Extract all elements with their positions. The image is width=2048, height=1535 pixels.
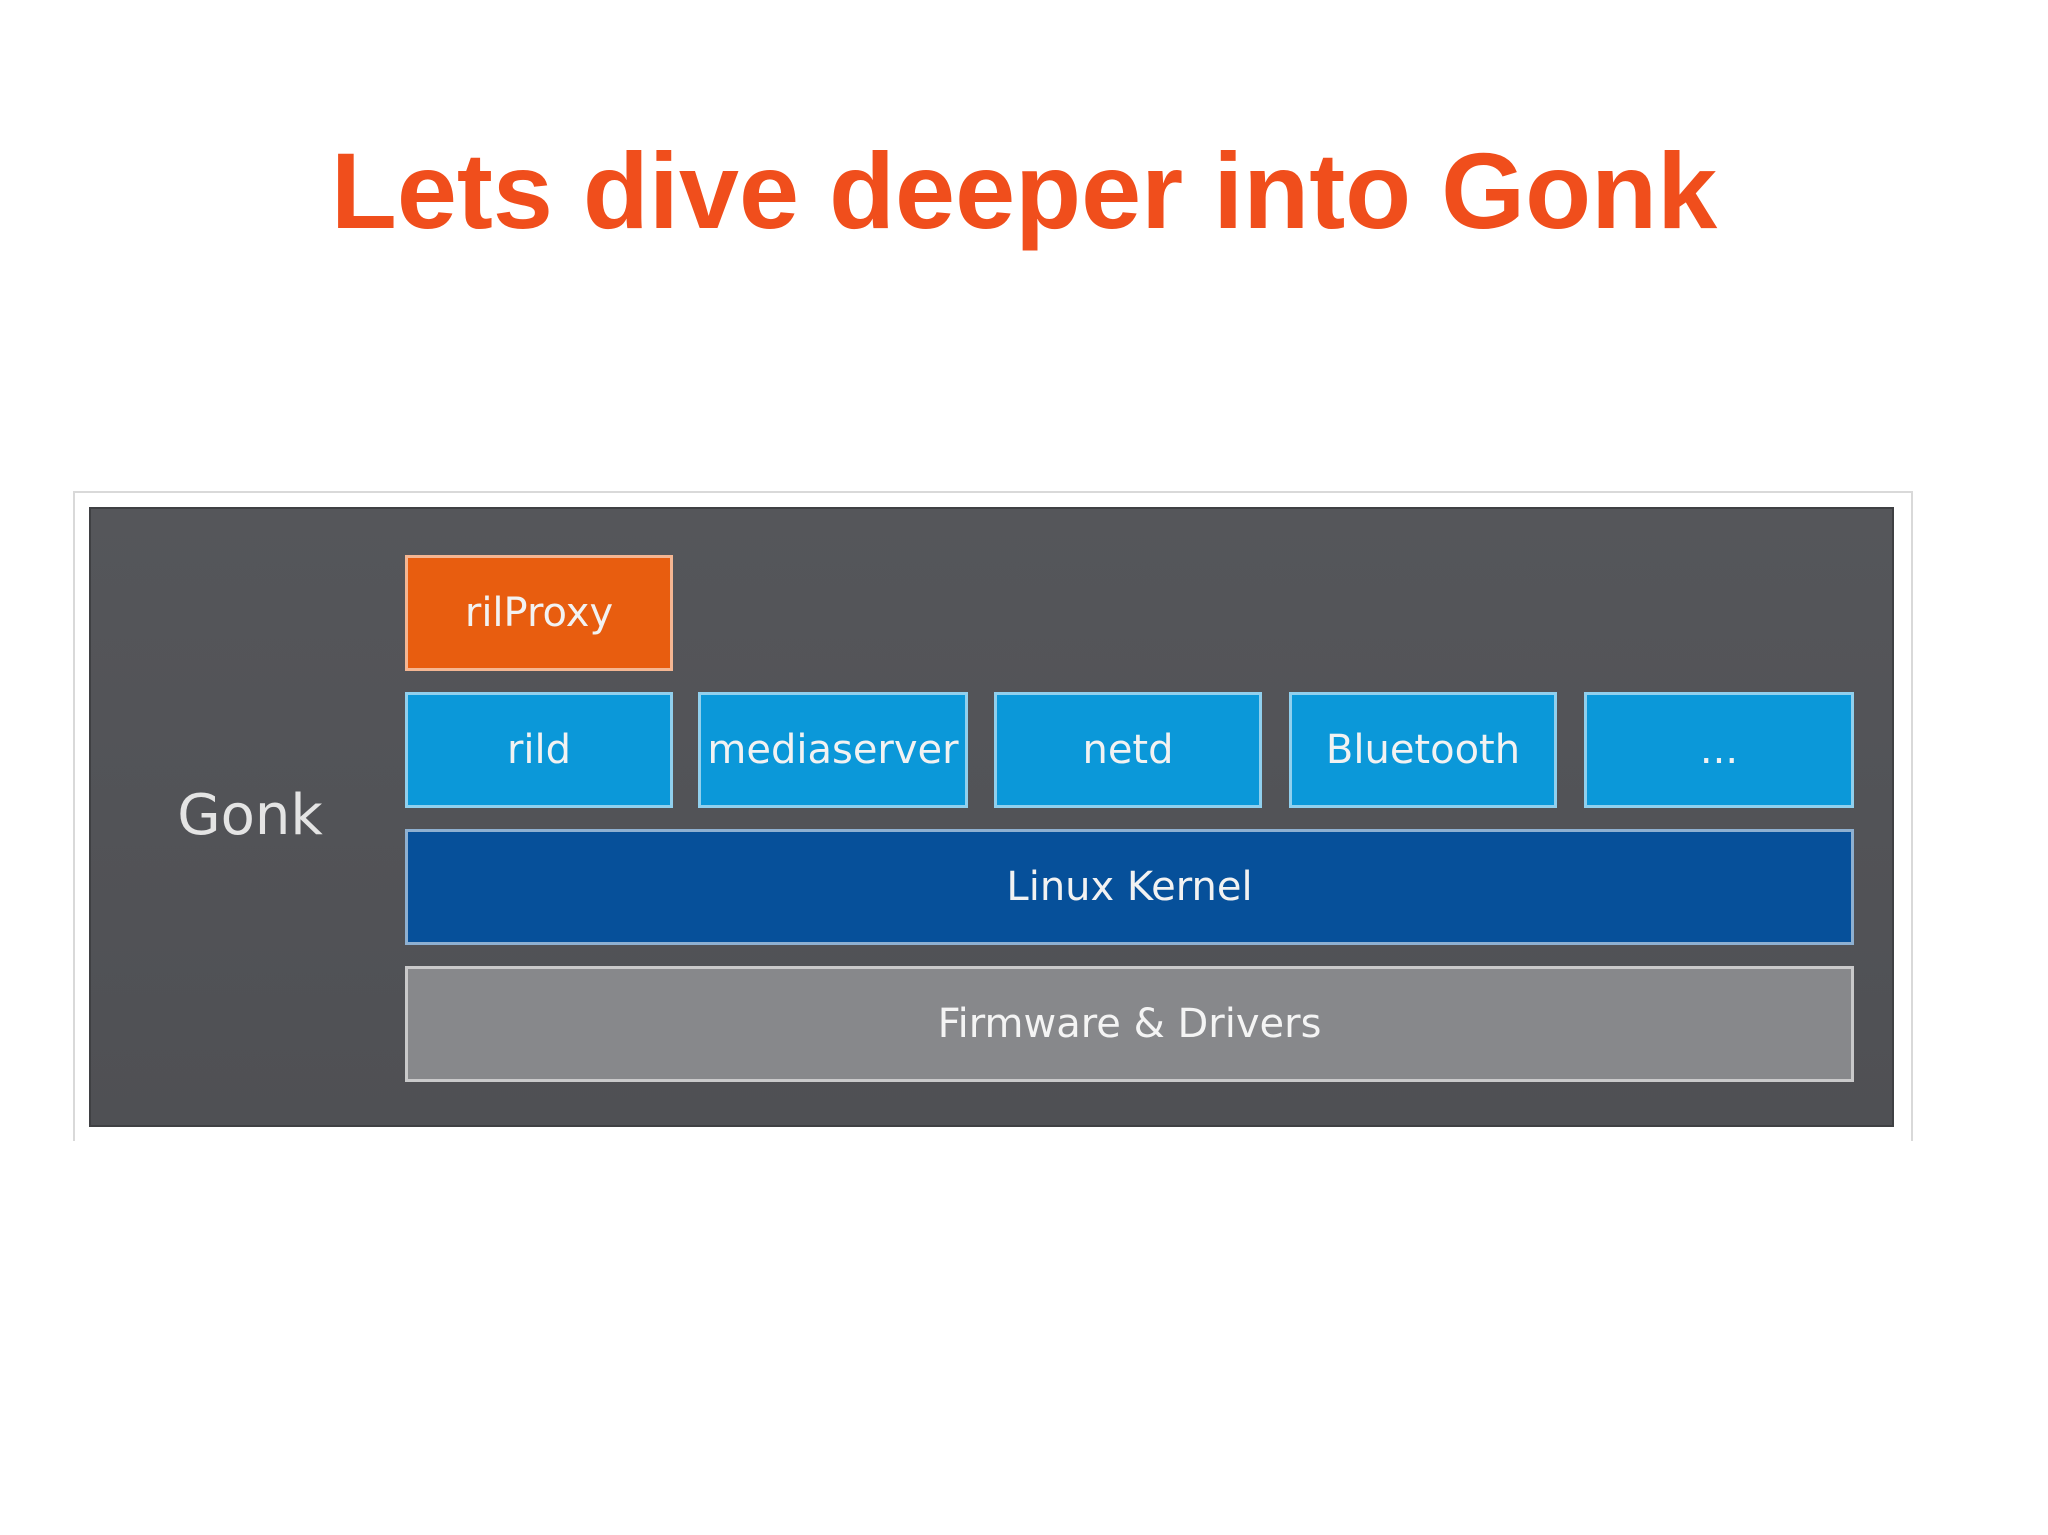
daemon-label: rild bbox=[506, 727, 572, 773]
rilproxy-label: rilProxy bbox=[464, 590, 614, 636]
slide-title: Lets dive deeper into Gonk bbox=[330, 130, 1718, 251]
daemon-label: mediaserver bbox=[707, 727, 959, 773]
gonk-label: Gonk bbox=[177, 783, 323, 848]
daemon-label: Bluetooth bbox=[1325, 727, 1521, 773]
firmware-drivers-label: Firmware & Drivers bbox=[937, 1001, 1322, 1047]
daemon-block-more: ... bbox=[1584, 692, 1854, 808]
firmware-drivers-block: Firmware & Drivers bbox=[405, 966, 1854, 1082]
daemon-block-netd: netd bbox=[994, 692, 1262, 808]
rilproxy-block: rilProxy bbox=[405, 555, 673, 671]
daemon-block-bluetooth: Bluetooth bbox=[1289, 692, 1557, 808]
daemon-label: ... bbox=[1699, 727, 1739, 773]
linux-kernel-block: Linux Kernel bbox=[405, 829, 1854, 945]
daemon-block-rild: rild bbox=[405, 692, 673, 808]
daemon-block-mediaserver: mediaserver bbox=[698, 692, 968, 808]
daemon-label: netd bbox=[1082, 727, 1174, 773]
linux-kernel-label: Linux Kernel bbox=[1006, 864, 1253, 910]
